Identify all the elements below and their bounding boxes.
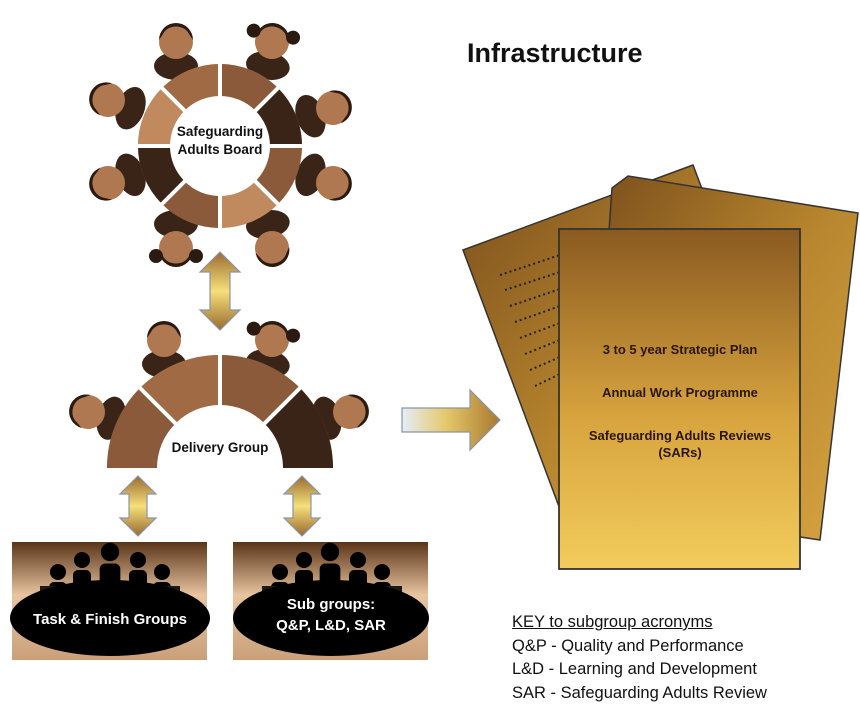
board-label-line2: Adults Board	[178, 142, 263, 157]
task-finish-label: Task & Finish Groups	[33, 611, 187, 628]
delivery-sub-arrow	[282, 475, 322, 537]
key-item-qp: Q&P - Quality and Performance	[512, 636, 744, 655]
key-heading: KEY to subgroup acronyms	[512, 613, 713, 631]
document-line-3a: Safeguarding Adults Reviews	[589, 428, 771, 443]
subgroups-box: Sub groups: Q&P, L&D, SAR	[233, 542, 429, 660]
document-text-lines	[499, 254, 561, 387]
document-line-1: 3 to 5 year Strategic Plan	[603, 342, 758, 357]
documents-stack: 3 to 5 year Strategic Plan Annual Work P…	[462, 164, 859, 570]
board-delivery-arrow	[198, 251, 242, 331]
key-item-sar: SAR - Safeguarding Adults Review	[512, 683, 767, 702]
page-title: Infrastructure	[467, 38, 643, 68]
task-finish-box: Task & Finish Groups	[10, 542, 210, 660]
delivery-label: Delivery Group	[172, 440, 269, 455]
subgroups-label-line1: Sub groups:	[287, 596, 375, 613]
document-line-2: Annual Work Programme	[602, 385, 758, 400]
board-table: Safeguarding Adults Board	[82, 18, 359, 271]
acronym-key: KEY to subgroup acronyms Q&P - Quality a…	[512, 611, 767, 705]
delivery-documents-arrow	[401, 388, 501, 452]
document-line-3b: (SARs)	[658, 445, 701, 460]
delivery-task-arrow	[118, 475, 158, 537]
subgroups-label-line2: Q&P, L&D, SAR	[276, 617, 386, 634]
board-label-line1: Safeguarding	[177, 124, 263, 139]
key-item-ld: L&D - Learning and Development	[512, 660, 757, 678]
board-ring	[136, 62, 304, 230]
delivery-table: Delivery Group	[63, 316, 375, 470]
